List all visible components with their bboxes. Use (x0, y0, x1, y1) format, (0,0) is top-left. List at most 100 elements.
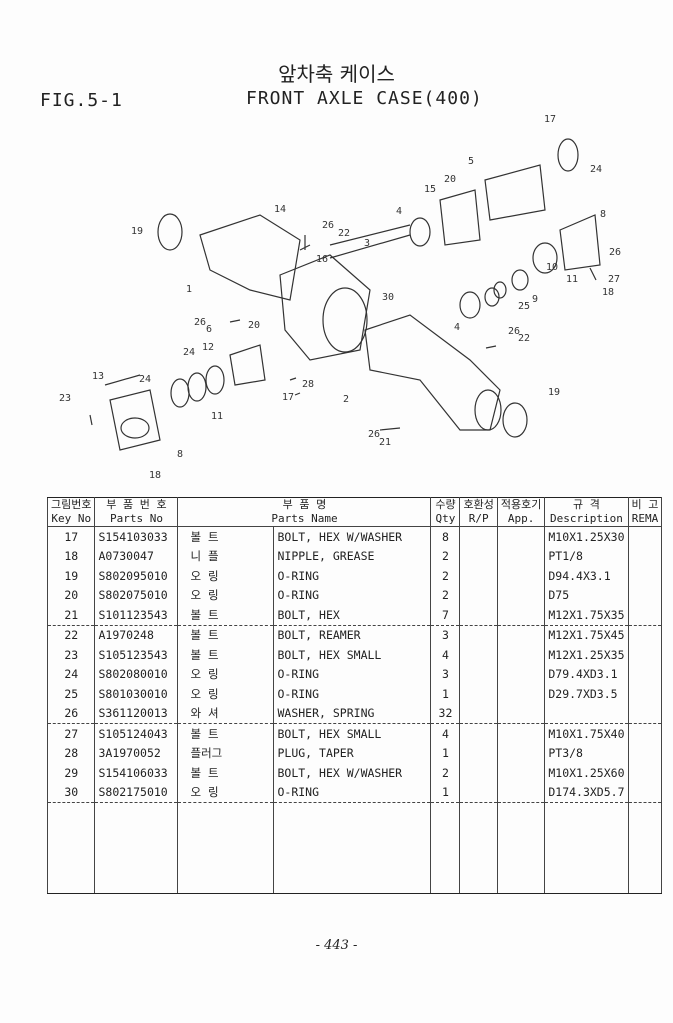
cell-rem (627, 546, 663, 566)
cell-desc: PT1/8 (544, 546, 629, 566)
title-english: FRONT AXLE CASE(400) (246, 88, 483, 109)
callout-28: 28 (302, 379, 314, 390)
cell-qty: 2 (430, 763, 461, 783)
callout-2: 2 (343, 394, 349, 405)
cell-en: BOLT, HEX W/WASHER (273, 526, 432, 547)
cell-key: 17 (46, 526, 96, 547)
callout-25: 25 (518, 301, 530, 312)
cell-ko: 플러그 (177, 743, 275, 763)
callout-12: 12 (202, 342, 214, 353)
callout-9: 9 (532, 294, 538, 305)
callout-8: 8 (600, 209, 606, 220)
cell-rp (459, 664, 498, 684)
cell-key: 23 (46, 645, 96, 665)
cell-pno: S802175010 (94, 782, 179, 803)
page-number: - 443 - (315, 938, 358, 953)
cell-en: BOLT, HEX SMALL (273, 645, 432, 665)
cell-qty: 1 (430, 782, 461, 803)
cell-key: 25 (46, 684, 96, 704)
cell-app (496, 566, 546, 586)
cell-ko: 오 링 (177, 684, 275, 704)
cell-rp (459, 645, 498, 665)
cell-rp (459, 703, 498, 724)
cell-desc: M12X1.75X45 (544, 625, 629, 645)
bracket-8 (109, 389, 161, 451)
bearing-housing-8 (559, 214, 601, 271)
cell-ko: 오 링 (177, 585, 275, 605)
bearing-case (439, 189, 481, 246)
callout-19: 19 (131, 226, 143, 237)
cell-ko: 볼 트 (177, 645, 275, 665)
cell-ko: 볼 트 (177, 625, 275, 645)
cell-qty: 4 (430, 645, 461, 665)
cell-pno: S802080010 (94, 664, 179, 684)
cell-rem (627, 763, 663, 783)
cell-en: NIPPLE, GREASE (273, 546, 432, 566)
cell-rem (627, 743, 663, 763)
cell-app (496, 743, 546, 763)
cell-desc: D75 (544, 585, 629, 605)
cell-rem (627, 526, 663, 547)
cell-qty: 8 (430, 526, 461, 547)
cell-en: O-RING (273, 585, 432, 605)
cell-app (496, 664, 546, 684)
bearing-housing-5 (484, 164, 546, 221)
cell-desc: D94.4X3.1 (544, 566, 629, 586)
pinion-shaft (329, 224, 411, 259)
cell-en: O-RING (273, 566, 432, 586)
cell-key: 30 (46, 782, 96, 803)
cell-desc: M12X1.75X35 (544, 605, 629, 626)
cell-app (496, 703, 546, 724)
cell-rem (627, 585, 663, 605)
cell-rp (459, 605, 498, 626)
callout-17: 17 (282, 392, 294, 403)
cell-ko: 볼 트 (177, 605, 275, 626)
callout-26: 26 (322, 220, 334, 231)
cell-app (496, 625, 546, 645)
callout-18: 18 (602, 287, 614, 298)
cell-app (496, 546, 546, 566)
cell-rp (459, 684, 498, 704)
cell-pno: S802075010 (94, 585, 179, 605)
cell-qty: 2 (430, 585, 461, 605)
empty-row (46, 802, 663, 894)
cell-pno: S105123543 (94, 645, 179, 665)
cell-ko: 오 링 (177, 782, 275, 803)
callout-8: 8 (177, 449, 183, 460)
cell-desc: M10X1.25X60 (544, 763, 629, 783)
callout-4: 4 (454, 322, 460, 333)
differential-case (279, 254, 371, 361)
cell-rp (459, 546, 498, 566)
cell-rem (627, 566, 663, 586)
cell-desc: PT3/8 (544, 743, 629, 763)
cell-pno: S361120013 (94, 703, 179, 724)
cell-rem (627, 782, 663, 803)
cell-rem (627, 664, 663, 684)
cell-qty: 32 (430, 703, 461, 724)
cell-rem (627, 684, 663, 704)
cell-desc: M10X1.25X30 (544, 526, 629, 547)
cell-app (496, 526, 546, 547)
callout-22: 22 (338, 228, 350, 239)
cell-pno: S154106033 (94, 763, 179, 783)
callout-6: 6 (206, 324, 212, 335)
cell-en: PLUG, TAPER (273, 743, 432, 763)
cell-desc: D79.4XD3.1 (544, 664, 629, 684)
cell-pno: S802095010 (94, 566, 179, 586)
cell-app (496, 723, 546, 744)
callout-27: 27 (608, 274, 620, 285)
cell-rem (627, 605, 663, 626)
